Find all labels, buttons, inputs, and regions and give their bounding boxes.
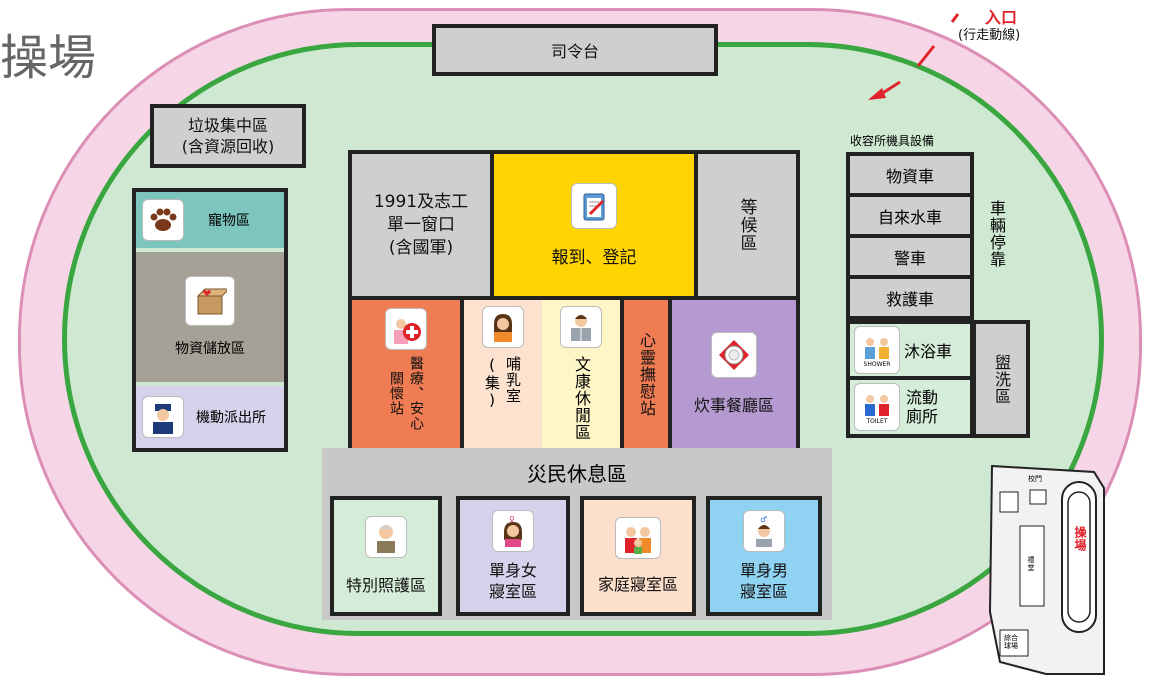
vehicles-heading: 收容所機具設備 xyxy=(850,134,935,148)
podium-label: 司令台 xyxy=(550,42,599,61)
parking-text: 車輛停靠 xyxy=(987,200,1006,268)
shower-icon: SHOWER xyxy=(854,326,900,374)
entrance-sub-label: (行走動線) xyxy=(958,28,1021,43)
police-area: 機動派出所 xyxy=(136,386,284,448)
water-truck-label: 自來水車 xyxy=(877,207,942,227)
supply-truck: 物資車 xyxy=(850,156,970,193)
box-icon xyxy=(185,276,235,326)
leisure-area: 文康休閒區 xyxy=(542,300,620,448)
pet-area: 寵物區 xyxy=(136,192,284,248)
svg-text:♀: ♀ xyxy=(509,515,515,524)
kitchen-label: 炊事餐廳區 xyxy=(693,396,774,415)
single-male-room: ♂ 單身男 寢室區 xyxy=(706,496,822,616)
single-female-room: ♀ 單身女 寢室區 xyxy=(456,496,570,616)
nursing-label: 哺乳室 (集) xyxy=(483,356,522,410)
police-label: 機動派出所 xyxy=(196,410,266,426)
wash-label: 盥洗區 xyxy=(992,353,1011,405)
female-person-icon: ♀ xyxy=(492,510,534,552)
paw-icon xyxy=(142,199,184,241)
storage-area: 物資儲放區 xyxy=(136,252,284,382)
toilet-label: 流動 廁所 xyxy=(906,388,939,426)
mini-map-gym: 綜合 球場 xyxy=(1004,634,1018,650)
toilet-icon: TOILET xyxy=(854,383,900,431)
elderly-person-icon xyxy=(365,516,407,558)
podium-box: 司令台 xyxy=(432,24,718,76)
registration-label: 報到、登記 xyxy=(551,247,637,268)
ambulance-label: 救護車 xyxy=(885,289,934,309)
ambulance: 救護車 xyxy=(850,279,970,316)
wash-area: 盥洗區 xyxy=(972,320,1030,438)
entrance-label: 入口 xyxy=(985,8,1018,27)
reader-icon xyxy=(560,306,602,348)
medical-cross-icon xyxy=(385,308,427,350)
shower-tag: SHOWER xyxy=(863,360,891,368)
rest-area-title: 災民休息區 xyxy=(527,462,627,486)
garbage-label: 垃圾集中區 (含資源回收) xyxy=(181,116,275,156)
toilet-tag: TOILET xyxy=(866,417,888,425)
single-male-label: 單身男 寢室區 xyxy=(739,561,788,601)
medical-label: 醫療、安心 關懷站 xyxy=(388,356,424,431)
volunteer-window: 1991及志工 單一窗口 (含國軍) xyxy=(348,150,494,300)
clipboard-icon xyxy=(571,182,617,229)
shower-label: 沐浴車 xyxy=(904,342,953,361)
water-truck: 自來水車 xyxy=(850,197,970,234)
page-title: 操場 xyxy=(0,30,97,86)
svg-text:♂: ♂ xyxy=(760,515,767,524)
kitchen-area: 炊事餐廳區 xyxy=(668,296,800,452)
male-person-icon: ♂ xyxy=(743,510,785,552)
mini-map-hall: 禮堂 xyxy=(1027,556,1035,572)
left-zone-group xyxy=(132,188,288,452)
leisure-label: 文康休閒區 xyxy=(572,356,591,441)
mini-map-gate: 校門 xyxy=(1028,475,1042,483)
family-room-label: 家庭寢室區 xyxy=(597,575,678,594)
storage-label: 物資儲放區 xyxy=(175,341,245,357)
mini-map-outline xyxy=(988,464,1105,675)
waiting-area: 等候區 xyxy=(694,150,800,300)
volunteer-label: 1991及志工 單一窗口 (含國軍) xyxy=(373,191,469,258)
waiting-label: 等候區 xyxy=(736,198,757,252)
mini-map-field: 操場 xyxy=(1073,526,1087,552)
portable-toilet: TOILET 流動 廁所 xyxy=(850,380,970,434)
single-female-label: 單身女 寢室區 xyxy=(488,561,537,601)
family-icon xyxy=(615,517,661,559)
mother-icon xyxy=(482,306,524,348)
vehicle-parking-label: 車輛停靠 xyxy=(984,200,1008,272)
supply-truck-label: 物資車 xyxy=(885,166,934,186)
pet-area-label: 寵物區 xyxy=(208,213,250,229)
comfort-station: 心靈撫慰站 xyxy=(620,296,672,452)
medical-station: 醫療、安心 關懷站 xyxy=(348,296,464,452)
police-car-label: 警車 xyxy=(893,248,926,268)
campus-mini-map: 校門 操場 禮堂 綜合 球場 xyxy=(986,462,1108,678)
family-room: 家庭寢室區 xyxy=(580,496,696,616)
shower-truck: SHOWER 沐浴車 xyxy=(850,324,970,376)
entrance-arrow-icon xyxy=(868,13,960,100)
special-care-label: 特別照護區 xyxy=(345,576,426,595)
registration-area: 報到、登記 xyxy=(490,150,698,300)
garbage-area: 垃圾集中區 (含資源回收) xyxy=(150,104,306,168)
comfort-label: 心靈撫慰站 xyxy=(637,331,656,417)
nursing-room: 哺乳室 (集) xyxy=(464,300,542,448)
special-care-room: 特別照護區 xyxy=(330,496,442,616)
police-car: 警車 xyxy=(850,238,970,275)
police-officer-icon xyxy=(142,396,184,438)
dining-plate-icon xyxy=(711,332,757,378)
